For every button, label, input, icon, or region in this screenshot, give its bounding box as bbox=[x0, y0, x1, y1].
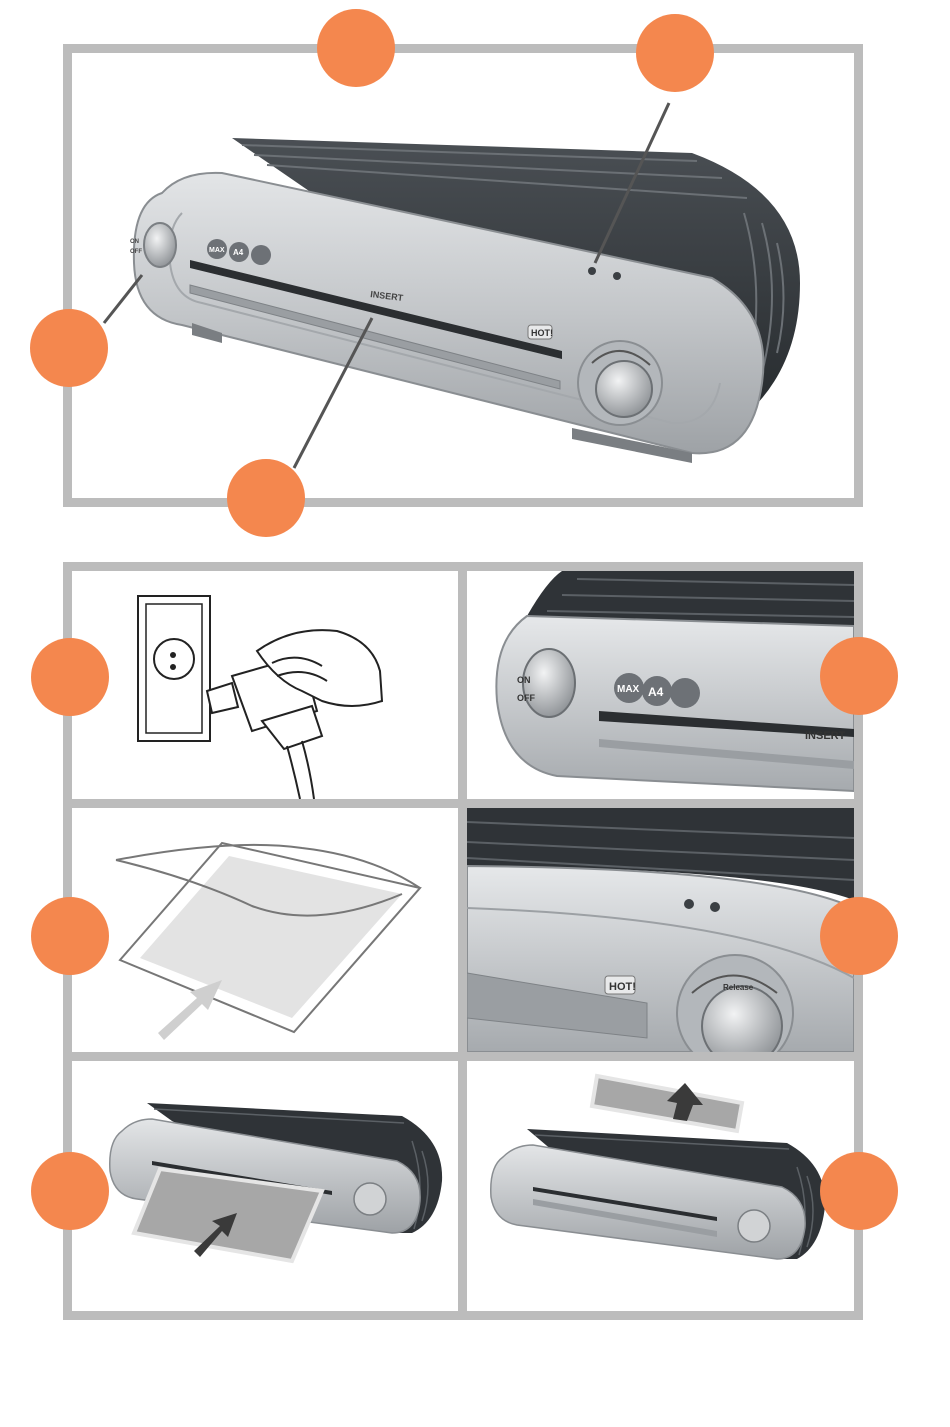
insert-label: INSERT bbox=[805, 730, 846, 742]
film-thickness-badge bbox=[670, 678, 700, 708]
callout-step-4 bbox=[820, 897, 898, 975]
step-wait-ready: HOT! Release bbox=[467, 808, 854, 1052]
laminating-pouch-icon bbox=[116, 843, 420, 1032]
callout-step-6 bbox=[820, 1152, 898, 1230]
step-plug-in bbox=[72, 571, 458, 799]
callout-top-center bbox=[317, 9, 395, 87]
temperature-dial[interactable] bbox=[354, 1183, 386, 1215]
a4-badge: A4 bbox=[229, 242, 249, 262]
hot-warning-label: HOT! bbox=[605, 976, 636, 994]
switch-off-label: OFF bbox=[517, 693, 535, 703]
svg-text:MAX: MAX bbox=[209, 247, 225, 254]
laminator-overview-illustration: INSERT MAX A4 ON OFF HOT! bbox=[72, 53, 854, 498]
callout-top-right bbox=[636, 14, 714, 92]
callout-line-switch bbox=[104, 275, 142, 323]
overview-frame: INSERT MAX A4 ON OFF HOT! bbox=[63, 44, 863, 507]
callout-bottom bbox=[227, 459, 305, 537]
step-prepare-pouch bbox=[72, 808, 458, 1052]
hot-warning-label: HOT! bbox=[528, 325, 553, 339]
svg-text:HOT!: HOT! bbox=[609, 981, 636, 993]
switch-off-label: OFF bbox=[130, 249, 142, 255]
max-badge: MAX bbox=[614, 673, 644, 703]
max-badge: MAX bbox=[207, 239, 227, 259]
switch-on-label: ON bbox=[130, 239, 139, 245]
temperature-dial[interactable] bbox=[738, 1210, 770, 1242]
svg-text:A4: A4 bbox=[233, 248, 244, 257]
callout-step-5 bbox=[31, 1152, 109, 1230]
step-remove-pouch bbox=[467, 1061, 854, 1311]
callout-step-3 bbox=[31, 897, 109, 975]
step-feed-pouch bbox=[72, 1061, 458, 1311]
film-thickness-badge bbox=[251, 245, 271, 265]
switch-on-label: ON bbox=[517, 675, 531, 685]
laminating-pouch-icon bbox=[592, 1076, 742, 1131]
svg-text:MAX: MAX bbox=[617, 684, 640, 695]
dial-label: Release bbox=[723, 983, 754, 992]
svg-text:HOT!: HOT! bbox=[531, 328, 553, 338]
svg-text:A4: A4 bbox=[648, 685, 664, 699]
wall-socket-icon bbox=[138, 596, 210, 741]
temperature-dial[interactable] bbox=[578, 341, 662, 425]
callout-step-2 bbox=[820, 637, 898, 715]
callout-left bbox=[30, 309, 108, 387]
step-switch-on: ON OFF MAX A4 INSERT bbox=[467, 571, 854, 799]
callout-step-1 bbox=[31, 638, 109, 716]
a4-badge: A4 bbox=[642, 676, 672, 706]
